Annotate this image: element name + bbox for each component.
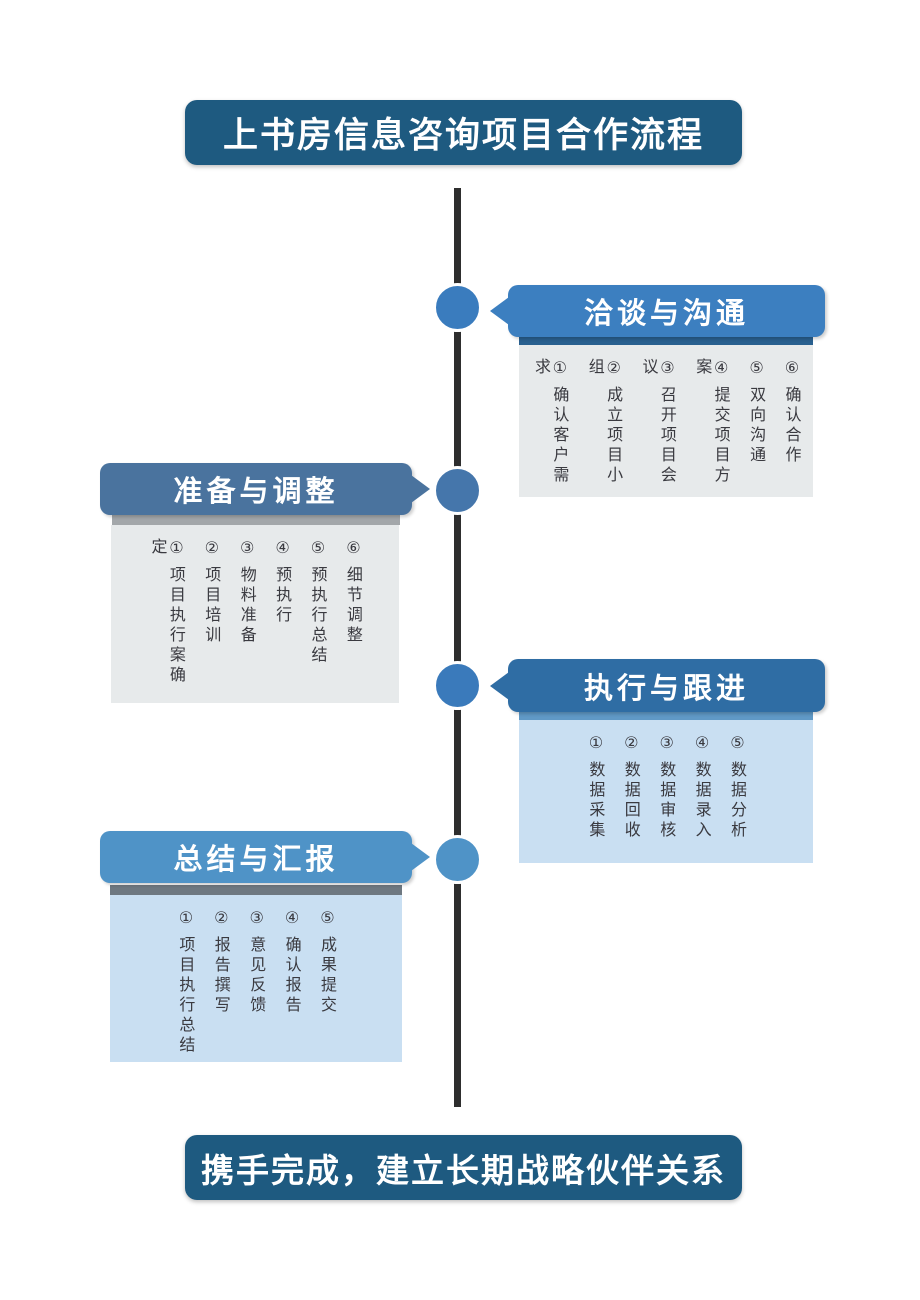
step-number: ④: [282, 908, 302, 931]
step-item: ①项目执行案确定: [148, 538, 186, 703]
step-item: ③召开项目会议: [639, 358, 677, 497]
stage-header: 执行与跟进: [490, 659, 825, 712]
title-banner: 上书房信息咨询项目合作流程: [185, 100, 742, 165]
step-item: ④ 确认报告: [282, 908, 302, 1016]
step-number: ②: [621, 733, 641, 756]
step-number: ②: [604, 358, 624, 381]
stage-strip: [110, 885, 402, 895]
step-number: ①: [166, 538, 186, 561]
step-number: ③: [657, 358, 677, 381]
step-number: ⑤: [747, 358, 767, 381]
step-number: ⑥: [343, 538, 363, 561]
step-item: ⑤ 成果提交: [317, 908, 337, 1016]
timeline-node-1: [433, 283, 482, 332]
step-text: 细节调整: [343, 566, 363, 646]
step-text: 项目执行案确定: [148, 538, 186, 686]
step-item: ⑤ 双向沟通: [747, 358, 767, 466]
step-number: ⑥: [782, 358, 802, 381]
timeline-node-4: [433, 835, 482, 884]
stage-title: 总结与汇报: [173, 842, 339, 876]
step-number: ⑤: [317, 908, 337, 931]
step-item: ③ 数据审核: [657, 733, 677, 841]
step-item: ④ 数据录入: [692, 733, 712, 841]
stage-content: ① 项目执行总结 ② 报告撰写 ③ 意见反馈 ④ 确认报告 ⑤ 成果提交: [110, 895, 402, 1062]
stage-title: 准备与调整: [173, 474, 339, 508]
stage-content: ①项目执行案确定 ② 项目培训 ③ 物料准备 ④ 预执行 ⑤ 预执行总结 ⑥ 细节调整: [111, 525, 399, 703]
step-number: ②: [202, 538, 222, 561]
stage-strip: [519, 337, 813, 345]
step-text: 数据录入: [692, 761, 712, 841]
timeline-node-2: [433, 466, 482, 515]
step-number: ⑤: [308, 538, 328, 561]
step-text: 提交项目方案: [693, 358, 731, 486]
stage-strip: [519, 712, 813, 720]
step-text: 意见反馈: [247, 936, 267, 1016]
step-text: 物料准备: [237, 566, 257, 646]
step-number: ③: [247, 908, 267, 931]
timeline-line: [454, 188, 461, 1107]
stage-title: 执行与跟进: [583, 670, 749, 705]
stage-header: 洽谈与沟通: [490, 285, 825, 337]
arrow-right-icon: [411, 843, 430, 871]
step-text: 召开项目会议: [639, 358, 677, 486]
step-text: 确认报告: [282, 936, 302, 1016]
step-text: 数据采集: [586, 761, 606, 841]
stage-header: 准备与调整: [100, 463, 430, 515]
step-text: 成果提交: [317, 936, 337, 1016]
step-item: ① 项目执行总结: [176, 908, 196, 1056]
step-text: 报告撰写: [211, 936, 231, 1016]
stage-header: 总结与汇报: [100, 831, 430, 883]
step-number: ③: [657, 733, 677, 756]
step-text: 项目培训: [202, 566, 222, 646]
step-item: ②成立项目小组: [585, 358, 624, 497]
step-item: ② 数据回收: [621, 733, 641, 841]
step-number: ②: [211, 908, 231, 931]
step-text: 项目执行总结: [176, 936, 196, 1056]
step-text: 数据审核: [657, 761, 677, 841]
step-text: 确认客户需求: [531, 358, 570, 486]
step-number: ①: [176, 908, 196, 931]
step-item: ① 数据采集: [586, 733, 606, 841]
arrow-left-icon: [490, 671, 509, 700]
step-number: ④: [273, 538, 293, 561]
step-text: 成立项目小组: [585, 358, 624, 486]
step-number: ③: [237, 538, 257, 561]
stage-strip: [112, 515, 400, 525]
step-item: ③ 意见反馈: [247, 908, 267, 1016]
step-item: ⑥ 细节调整: [343, 538, 363, 646]
step-text: 预执行总结: [308, 566, 328, 666]
stage-content: ①确认客户需求 ②成立项目小组 ③召开项目会议 ④提交项目方案 ⑤ 双向沟通 ⑥ 确…: [519, 345, 813, 497]
stage-title: 洽谈与沟通: [583, 296, 749, 330]
step-item: ⑤ 数据分析: [727, 733, 747, 841]
step-text: 确认合作: [782, 386, 802, 466]
step-number: ⑤: [727, 733, 747, 756]
step-item: ② 项目培训: [202, 538, 222, 646]
step-number: ④: [692, 733, 712, 756]
step-item: ④提交项目方案: [693, 358, 730, 497]
step-number: ①: [550, 358, 570, 381]
step-text: 预执行: [273, 566, 293, 626]
step-item: ② 报告撰写: [211, 908, 231, 1016]
arrow-left-icon: [490, 297, 509, 325]
step-item: ①确认客户需求: [532, 358, 569, 497]
stage-content: ① 数据采集 ② 数据回收 ③ 数据审核 ④ 数据录入 ⑤ 数据分析: [519, 720, 813, 863]
step-item: ③ 物料准备: [237, 538, 257, 646]
step-number: ④: [711, 358, 731, 381]
step-item: ④ 预执行: [273, 538, 293, 626]
step-text: 双向沟通: [747, 386, 767, 466]
footer-banner: 携手完成，建立长期战略伙伴关系: [185, 1135, 742, 1200]
arrow-right-icon: [411, 475, 430, 503]
timeline-node-3: [433, 661, 482, 710]
step-item: ⑥ 确认合作: [782, 358, 802, 466]
step-item: ⑤ 预执行总结: [308, 538, 328, 666]
step-text: 数据回收: [621, 761, 641, 841]
step-number: ①: [586, 733, 606, 756]
step-text: 数据分析: [727, 761, 747, 841]
